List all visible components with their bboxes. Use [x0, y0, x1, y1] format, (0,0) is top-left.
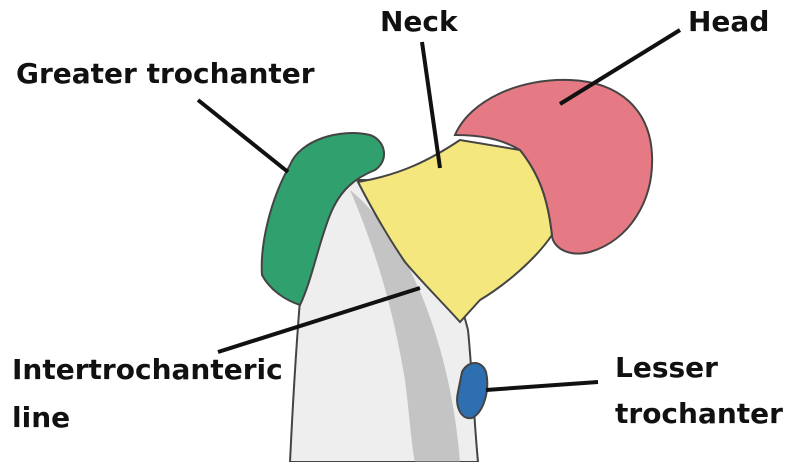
label-lesser-trochanter-2: trochanter	[615, 396, 783, 432]
label-intertrochanteric-line-2: line	[12, 400, 70, 436]
leader-line-lesser-trochanter	[486, 382, 598, 390]
label-head: Head	[688, 4, 769, 40]
leader-line-greater-trochanter	[198, 100, 288, 172]
label-lesser-trochanter-1: Lesser	[615, 350, 718, 386]
label-greater-trochanter: Greater trochanter	[16, 56, 315, 92]
lesser-trochanter-region	[457, 363, 487, 418]
label-neck: Neck	[380, 4, 458, 40]
label-intertrochanteric-line-1: Intertrochanteric	[12, 352, 283, 388]
leader-line-head	[560, 30, 680, 104]
leader-line-neck	[422, 42, 440, 168]
